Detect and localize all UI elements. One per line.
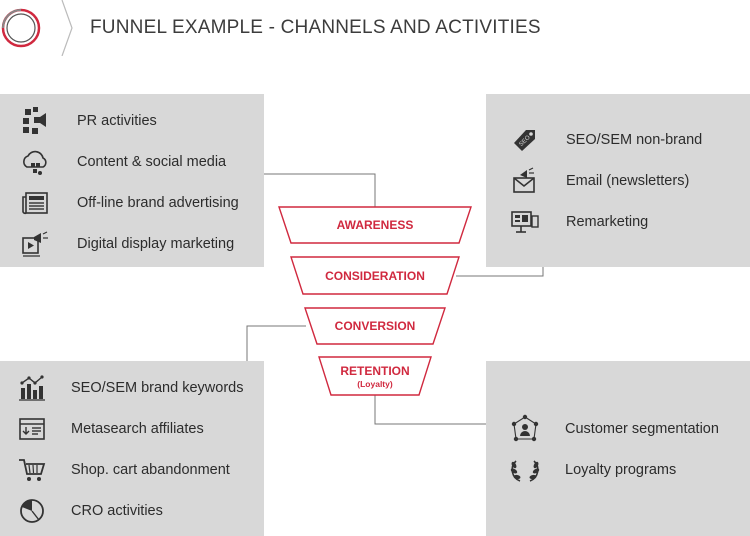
email-megaphone-icon	[513, 167, 535, 193]
cloud-social-icon	[23, 150, 47, 175]
chevron-right-icon	[61, 0, 73, 56]
funnel-stage-conversion	[304, 307, 446, 345]
channel-item-pr-activities: PR activities	[20, 106, 157, 136]
stage-label-consideration: CONSIDERATION	[325, 269, 425, 283]
social-network-icon	[23, 107, 46, 134]
channel-item-content-social: Content & social media	[20, 147, 226, 177]
bar-chart-icon	[19, 375, 45, 401]
funnel-stage-retention	[318, 356, 432, 396]
video-megaphone-icon	[22, 231, 48, 257]
channel-item-loyalty: Loyalty programs	[510, 455, 676, 485]
pie-chart-icon	[20, 499, 44, 523]
channel-item-metasearch: Metasearch affiliates	[17, 414, 204, 444]
channel-item-remarketing: Remarketing	[510, 207, 648, 237]
channel-item-customer-segmentation: Customer segmentation	[510, 414, 719, 444]
channel-item-seo-nonbrand: SEO SEO/SEM non-brand	[510, 125, 702, 155]
page-title: FUNNEL EXAMPLE - CHANNELS AND ACTIVITIES	[90, 17, 541, 38]
connector-awareness	[264, 173, 376, 207]
panel-retention-channels	[486, 361, 750, 536]
user-network-icon	[511, 414, 539, 442]
monitor-devices-icon	[511, 211, 539, 233]
stage-label-awareness: AWARENESS	[336, 218, 414, 232]
channel-item-email: Email (newsletters)	[510, 166, 689, 196]
channel-item-cro: CRO activities	[17, 496, 163, 526]
stage-label-conversion: CONVERSION	[334, 319, 416, 333]
connector-retention	[374, 395, 486, 425]
funnel-stage-consideration	[290, 256, 460, 295]
channel-item-digital-display: Digital display marketing	[20, 229, 234, 259]
connector-conversion	[246, 325, 306, 361]
channel-item-cart-abandonment: Shop. cart abandonment	[17, 455, 230, 485]
shopping-cart-icon	[19, 459, 46, 481]
seo-tag-icon: SEO	[514, 130, 535, 151]
panel-conversion-channels	[0, 361, 264, 536]
newspaper-press-icon	[22, 192, 48, 215]
stage-sublabel-retention: (Loyalty)	[357, 379, 393, 389]
browser-sort-icon	[19, 418, 45, 440]
connector-consideration	[456, 267, 544, 277]
channel-item-seo-brand: SEO/SEM brand keywords	[17, 373, 243, 403]
brand-logo	[1, 8, 41, 48]
stage-label-retention: RETENTION (Loyalty)	[319, 364, 431, 389]
funnel-stage-awareness	[278, 206, 472, 244]
channel-item-offline-advertising: Off-line brand advertising	[20, 188, 239, 218]
laurel-wreath-icon	[510, 460, 540, 482]
